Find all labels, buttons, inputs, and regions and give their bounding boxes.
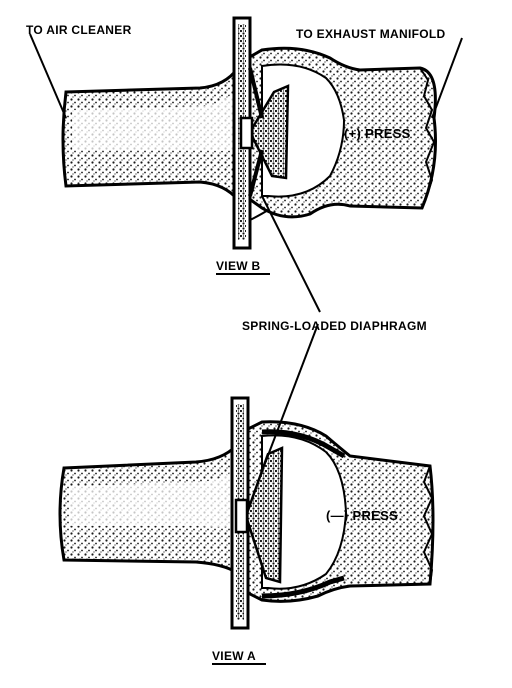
- leader-diaphragm-upper: [261, 195, 321, 313]
- view-a-diaphragm-hub: [234, 498, 249, 534]
- view-a-valve: [58, 396, 435, 630]
- view-b-diaphragm: [248, 84, 290, 180]
- label-view-a: VIEW A: [212, 649, 256, 663]
- label-negative-press: (—) PRESS: [326, 508, 398, 523]
- label-air-cleaner: TO AIR CLEANER: [26, 23, 132, 37]
- view-b-diaphragm-hub: [239, 116, 254, 150]
- label-exhaust-manifold: TO EXHAUST MANIFOLD: [296, 27, 446, 41]
- leader-air-cleaner: [29, 33, 67, 119]
- leader-exhaust-manifold: [431, 37, 463, 119]
- leader-diaphragm-lower: [263, 323, 319, 467]
- label-view-b: VIEW B: [216, 259, 261, 273]
- view-b-valve: [61, 16, 437, 250]
- label-spring-loaded-diaphragm: SPRING-LOADED DIAPHRAGM: [242, 319, 427, 333]
- leader-lines: [29, 33, 463, 467]
- label-positive-press: (+) PRESS: [344, 126, 411, 141]
